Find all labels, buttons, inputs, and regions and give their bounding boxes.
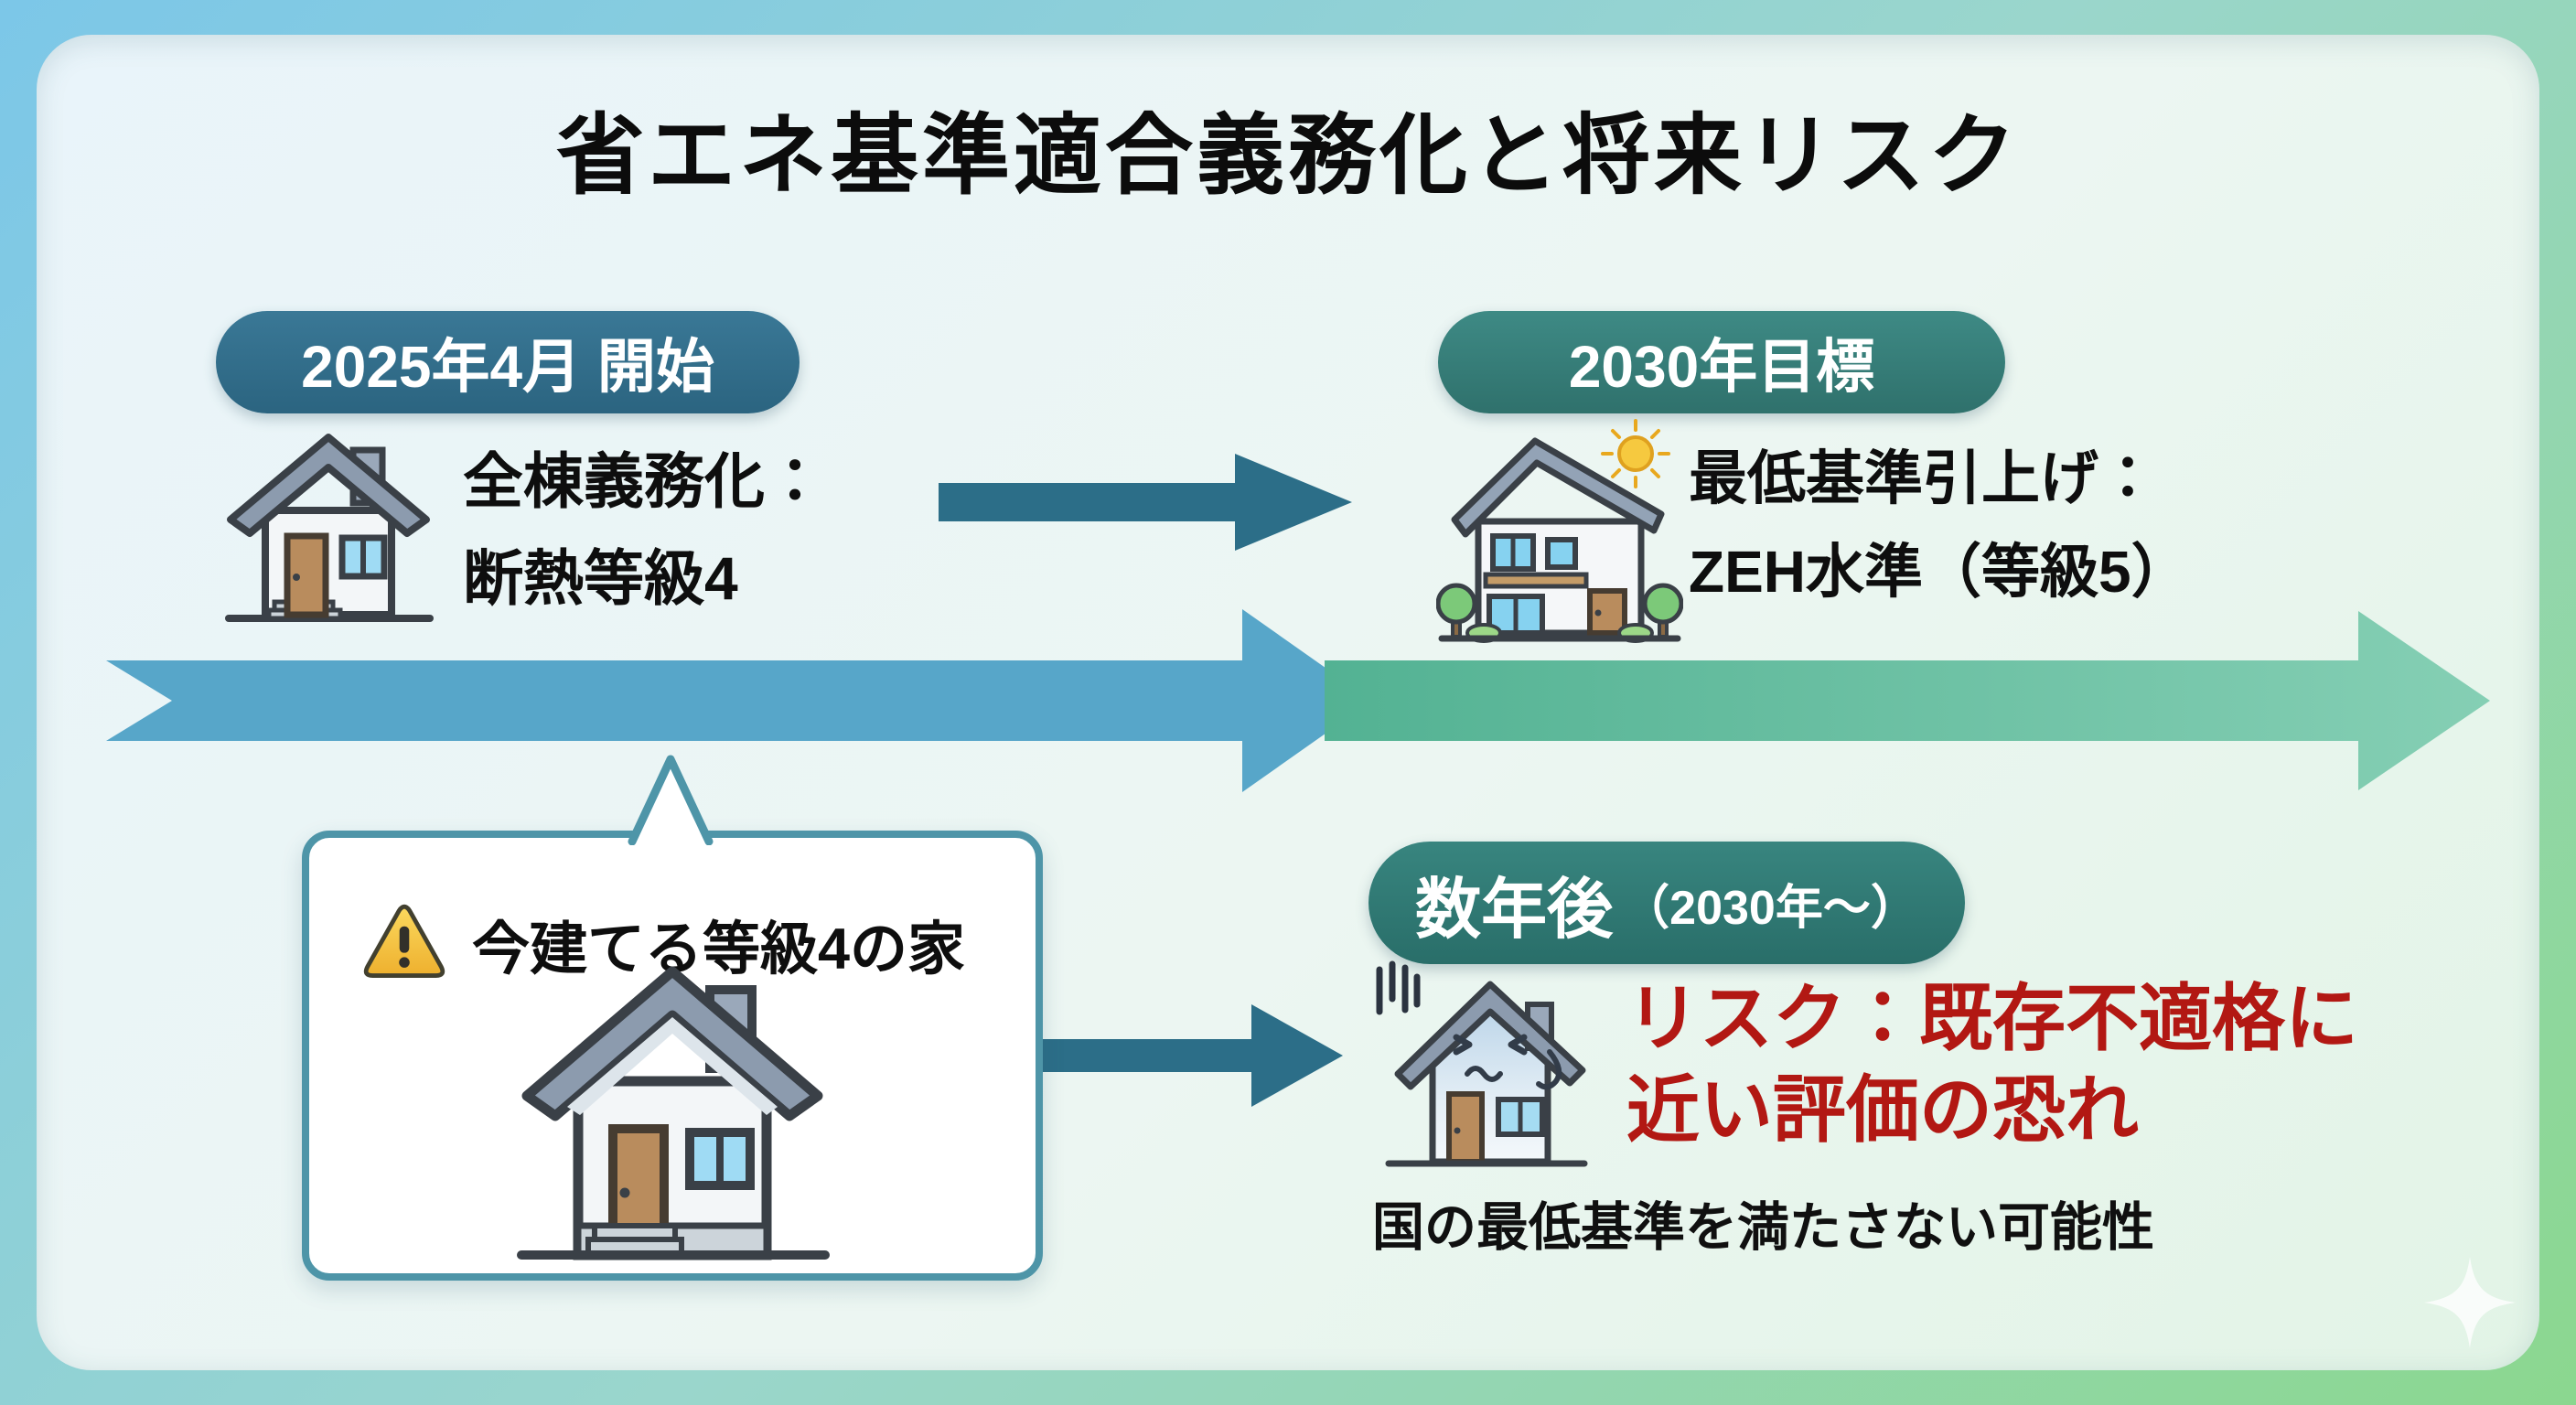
distressed-face-icon bbox=[1453, 1034, 1562, 1090]
badge-future: 数年後 （2030年〜） bbox=[1368, 842, 1965, 964]
badge-2030-goal: 2030年目標 bbox=[1438, 311, 2005, 413]
phase-2030-text: 最低基準引上げ： ZEH水準（等級5） bbox=[1689, 432, 2190, 619]
risk-note: 国の最低基準を満たさない可能性 bbox=[1372, 1198, 2154, 1257]
house-grade4-large-icon bbox=[517, 966, 830, 1260]
callout-header: 今建てる等級4の家 bbox=[360, 900, 965, 988]
callout-pointer bbox=[628, 755, 714, 845]
shiver-lines-icon bbox=[1376, 960, 1421, 1015]
house-grade4-icon bbox=[225, 434, 434, 622]
timeline-arrows bbox=[106, 609, 2490, 792]
page-title: 省エネ基準適合義務化と将来リスク bbox=[556, 107, 2020, 205]
badge-future-sublabel: （2030年〜） bbox=[1622, 881, 1918, 935]
sweat-drop-icon bbox=[1536, 1049, 1562, 1090]
house-distressed-icon bbox=[1376, 960, 1588, 1167]
badge-2030-label: 2030年目標 bbox=[1568, 334, 1875, 400]
phase-2030-line1: 最低基準引上げ： bbox=[1689, 445, 2157, 511]
house-zeh-icon bbox=[1436, 419, 1683, 643]
tree-icon bbox=[1436, 583, 1683, 638]
risk-line1: リスク：既存不適格に bbox=[1626, 978, 2358, 1059]
arrow-2025-to-2030-icon bbox=[939, 454, 1352, 551]
risk-statement: リスク：既存不適格に 近い評価の恐れ bbox=[1626, 973, 2358, 1156]
sparkle-icon bbox=[2424, 1257, 2516, 1348]
phase-2025-text: 全棟義務化： 断熱等級4 bbox=[463, 434, 825, 627]
phase-2030-line2: ZEH水準（等級5） bbox=[1689, 539, 2190, 606]
risk-line2: 近い評価の恐れ bbox=[1626, 1069, 2139, 1151]
callout-box: 今建てる等級4の家 bbox=[302, 831, 1043, 1281]
arrow-callout-to-risk-icon bbox=[1043, 1004, 1343, 1107]
timeline-arrow-2025 bbox=[106, 609, 1372, 792]
warning-icon bbox=[363, 904, 445, 978]
phase-2025-line1: 全棟義務化： bbox=[463, 447, 825, 515]
phase-2025-line2: 断熱等級4 bbox=[463, 543, 738, 612]
timeline-arrow-2030 bbox=[1325, 611, 2490, 790]
callout-label: 今建てる等級4の家 bbox=[472, 917, 966, 981]
badge-future-label: 数年後 bbox=[1415, 873, 1614, 947]
badge-2025-start: 2025年4月 開始 bbox=[216, 311, 800, 413]
sun-icon bbox=[1601, 419, 1670, 488]
badge-2025-label: 2025年4月 開始 bbox=[301, 334, 714, 400]
